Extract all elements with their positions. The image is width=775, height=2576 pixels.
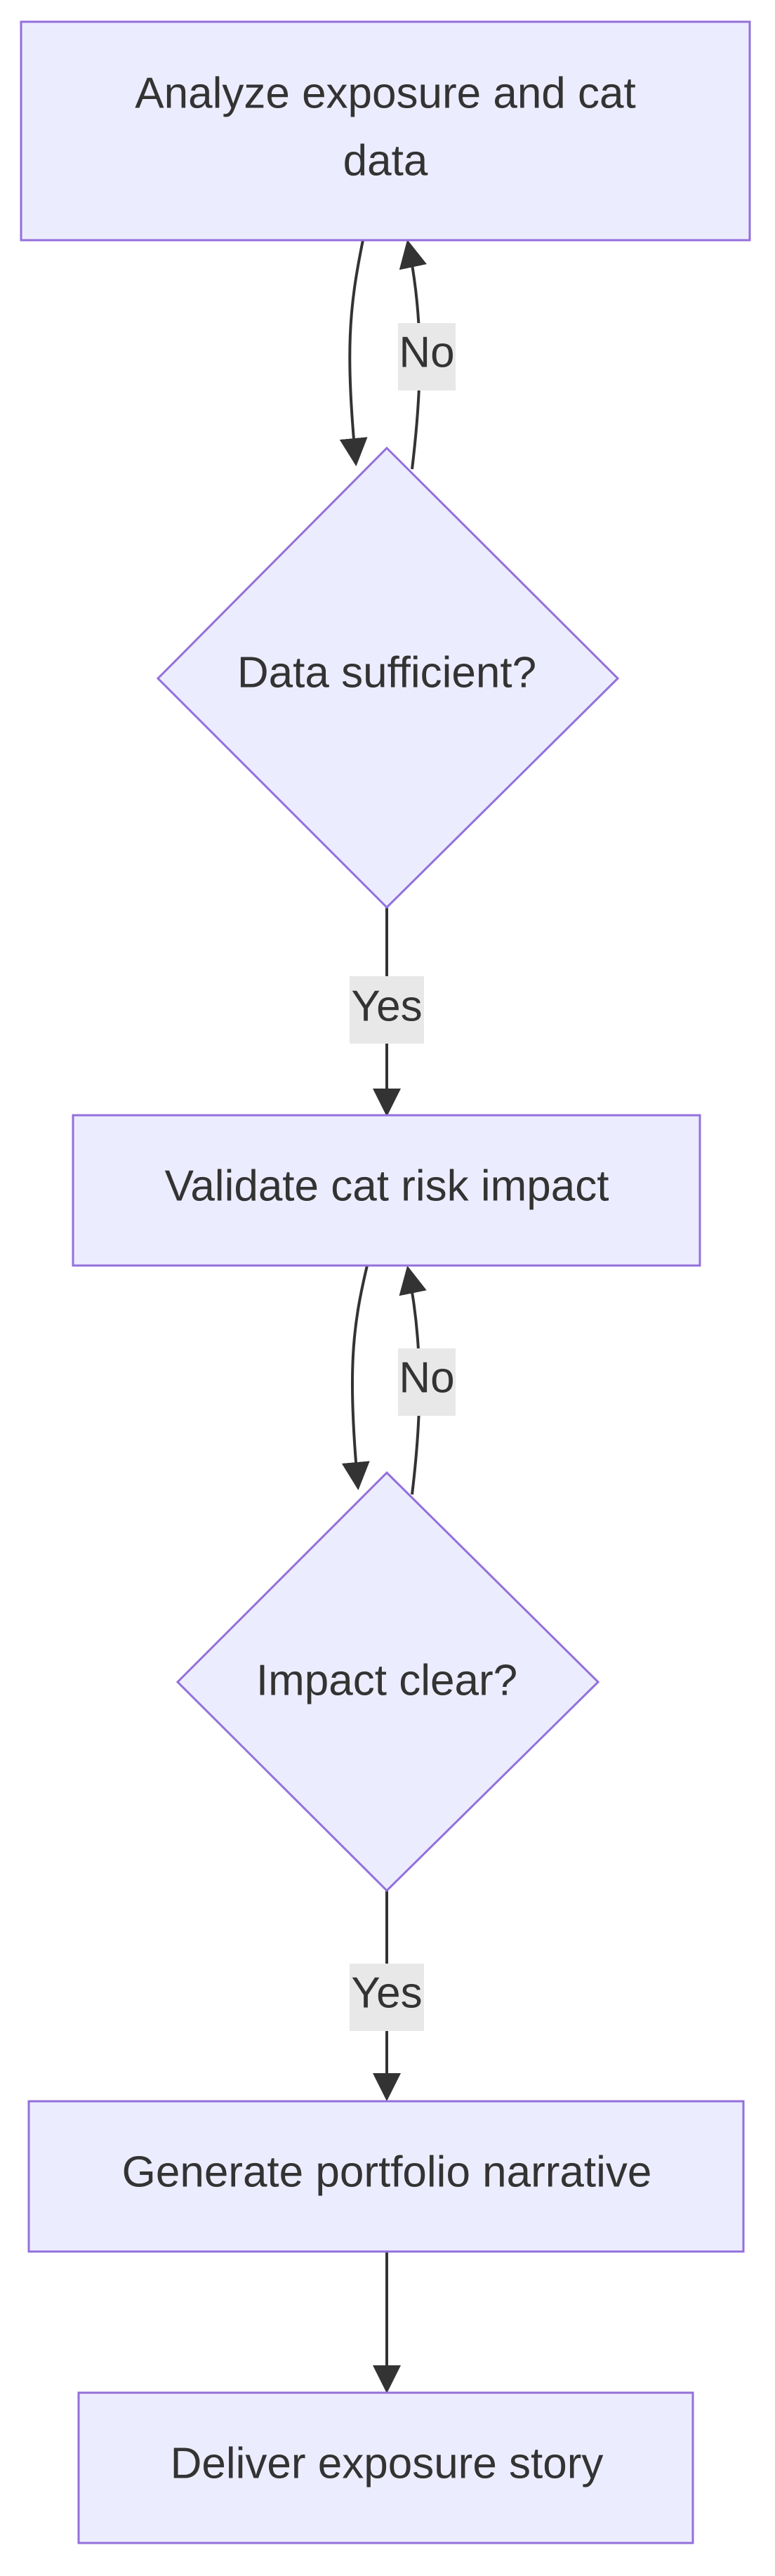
edge-label-background xyxy=(350,976,424,1044)
edge-label-data-no: No xyxy=(398,323,456,390)
node-label: Validate cat risk impact xyxy=(165,1162,609,1211)
decision-diamond xyxy=(175,1471,600,1893)
edge-label-text: No xyxy=(399,1354,454,1402)
edge-label-impact-yes: Yes xyxy=(350,1964,424,2031)
node-label: Impact clear? xyxy=(256,1657,517,1705)
node-validate-cat-risk: Validate cat risk impact xyxy=(72,1114,701,1267)
node-analyze-exposure: Analyze exposure and cat data xyxy=(20,20,751,242)
node-deliver-story: Deliver exposure story xyxy=(77,2391,694,2544)
node-box xyxy=(77,2391,694,2544)
edge-label-text: Yes xyxy=(351,983,422,1031)
node-box xyxy=(20,20,751,242)
node-label-line1: Analyze exposure and cat xyxy=(135,70,635,118)
edge-label-text: Yes xyxy=(351,1969,422,2018)
node-label-line2: data xyxy=(343,137,428,185)
node-box xyxy=(72,1114,701,1267)
edge-label-background xyxy=(398,323,456,390)
node-label: Data sufficient? xyxy=(237,649,536,697)
edge-label-text: No xyxy=(399,329,454,377)
node-label: Deliver exposure story xyxy=(171,2440,604,2488)
node-data-sufficient: Data sufficient? xyxy=(156,446,620,909)
edge-label-background xyxy=(398,1348,456,1416)
node-generate-narrative: Generate portfolio narrative xyxy=(27,2100,745,2253)
node-label: Generate portfolio narrative xyxy=(122,2148,652,2197)
edge-label-background xyxy=(350,1964,424,2031)
node-impact-clear: Impact clear? xyxy=(175,1471,600,1893)
edge-label-impact-no: No xyxy=(398,1348,456,1416)
edge-validate-to-impact-clear xyxy=(341,1265,370,1490)
node-box xyxy=(27,2100,745,2253)
edge-label-data-yes: Yes xyxy=(350,976,424,1044)
edge-analyze-to-data-sufficient xyxy=(339,239,368,466)
decision-diamond xyxy=(156,446,620,909)
